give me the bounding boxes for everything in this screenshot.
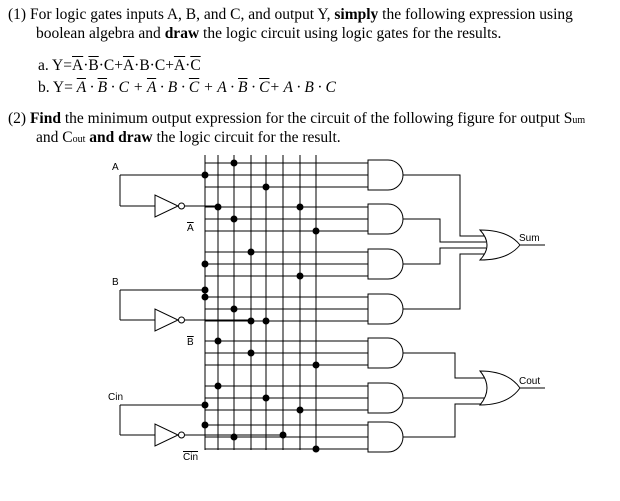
- question-2-line-2: and Cout and draw the logic circuit for …: [36, 129, 341, 146]
- question-2-line-1: (2) Find the minimum output expression f…: [8, 110, 586, 127]
- question-1-line-1: (1) For logic gates inputs A, B, and C, …: [8, 6, 573, 23]
- input-b-label: B: [112, 277, 119, 288]
- question-1-line-2: boolean algebra and draw the logic circu…: [36, 25, 502, 42]
- expression-a: a. Y=A·B·C+A·B·C+A·C: [38, 57, 201, 74]
- not-b-label: B: [187, 337, 194, 348]
- input-cin-label: Cin: [108, 392, 123, 403]
- input-a-label: A: [112, 162, 119, 173]
- expression-b: b. Y= A · B · C + A · B · C + A · B · C+…: [38, 79, 336, 96]
- not-cin-label: Cin: [183, 452, 198, 463]
- output-sum-label: Sum: [519, 233, 540, 244]
- output-cout-label: Cout: [519, 376, 540, 387]
- not-a-label: A: [187, 223, 194, 234]
